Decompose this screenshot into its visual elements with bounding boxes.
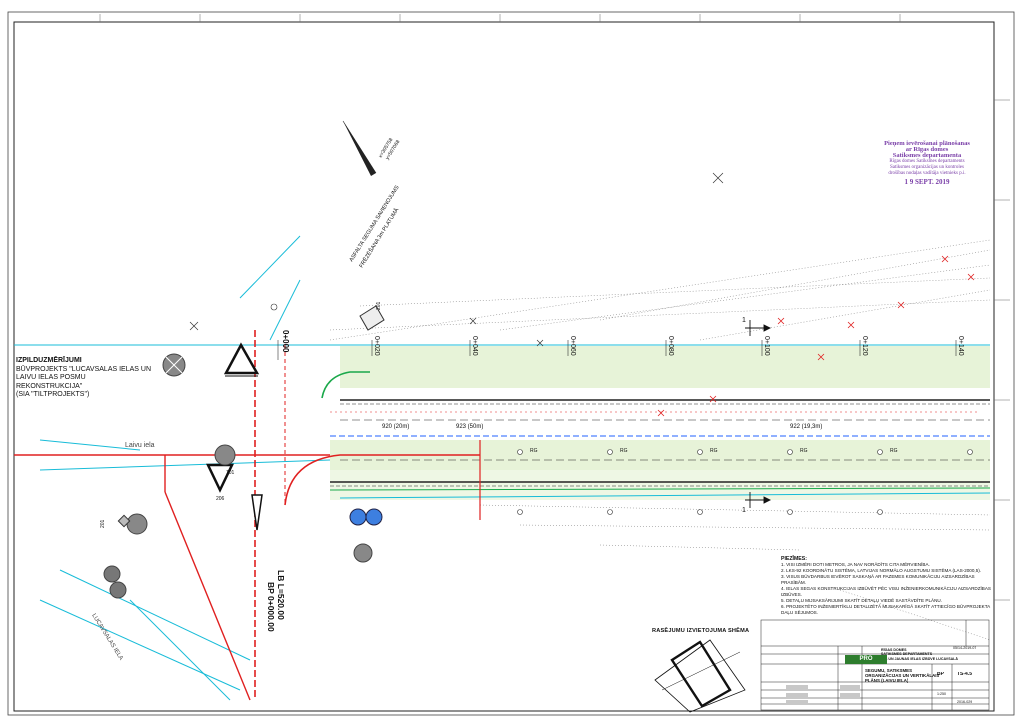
drawing-title-1: SEGUMU, SATIKSMES: [865, 668, 912, 673]
sign-distance-923: 923 (50m): [456, 424, 483, 430]
drawing-notes: PIEZĪMES: 1. VISI IZMĒRI DOTI METROS, JA…: [781, 556, 991, 616]
sign-no-entry-1-bar: [165, 356, 183, 374]
stamp-line-1: Pieņem ievērošanai plānošanas: [884, 140, 970, 147]
street-label-lucavsalas: LUCAVSALAS IELA: [90, 613, 123, 662]
company-logo: PRO: [845, 655, 887, 664]
chainage-0140: 0+140: [957, 336, 964, 356]
as-built-notes: IZPILDUZMĒRĪJUMI BŪVPROJEKTS "LUCAVSALAS…: [16, 357, 151, 400]
sign-distance-920: 920 (20m): [382, 424, 409, 430]
lane-rg-1: RG: [530, 448, 538, 454]
utility-lines: [14, 235, 991, 701]
frame-ticks: [99, 14, 1010, 601]
lane-rg-2: RG: [620, 448, 628, 454]
as-built-title: IZPILDUZMĒRĪJUMI: [16, 357, 82, 364]
section-marker-bottom-label: 1: [742, 507, 746, 514]
section-marker-bottom: [745, 492, 772, 508]
carriageway-edges: [330, 399, 990, 487]
sign-round-6: [353, 543, 373, 563]
sheet-frame-outer: [7, 11, 1015, 716]
chainage-0020: 0+020: [373, 336, 380, 356]
lb-length-label: LB L=520.00: [276, 570, 286, 620]
drawing-title-2: ORGANIZĀCIJAS UN VERTIKĀLAIS: [865, 673, 940, 678]
green-strip-edge: [330, 470, 990, 500]
stamp-date: 1 9 SEPT. 2019: [904, 178, 950, 186]
green-strip-upper: [340, 346, 990, 388]
stamp-line-6: drošības nodaļas vadītāja vietnieks p.i.: [888, 171, 966, 176]
title-block: RĪGAS DOMES SATIKSMES DEPARTAMENTS 05/14…: [761, 620, 989, 710]
section-marker-top: [745, 320, 772, 336]
sheet-frame-inner: [13, 21, 995, 712]
drawing-note-4: 4. IELAS SEGAS KONSTRUKCIJAS IZBŪVĒT PĒC…: [781, 586, 991, 597]
sign-warning-small: [251, 494, 263, 531]
client-name-2: SATIKSMES DEPARTAMENTS: [881, 652, 933, 656]
scale: 1:250: [937, 692, 946, 696]
approval-stamp: Pieņem ievērošanai plānošanas ar Rīgas d…: [872, 140, 982, 186]
stage-code: BP: [937, 672, 944, 677]
archive-number: 2016-029: [957, 700, 973, 704]
as-built-line-2: LAIVU IELAS POSMU REKONSTRUKCIJA": [16, 374, 86, 390]
sign-triangle-upper: [223, 342, 260, 377]
drawing-note-2: 2. LKS-92 KOORDINĀTU SISTĒMA, LATVIJAS N…: [781, 568, 982, 573]
chainage-0120: 0+120: [861, 336, 868, 356]
street-label-laivu: Laivu iela: [125, 442, 155, 449]
sign-distance-922: 922 (19,3m): [790, 424, 822, 430]
bp-start-label: BP 0+000.00: [266, 582, 276, 632]
sign-triangle-lower: [206, 463, 234, 493]
green-strip-lower: [330, 440, 990, 470]
sheet-layout-scheme: [654, 639, 746, 713]
stamp-line-5: Satiksmes organizācijas un kontroles: [890, 165, 964, 170]
stamp-line-2: ar Rīgas domes: [905, 146, 949, 153]
drawing-note-1: 1. VISI IZMĒRI DOTI METROS, JA NAV NORĀD…: [781, 562, 930, 567]
chainage-ticks: [277, 340, 957, 360]
layout-scheme-title: RASĒJUMU IZVIETOJUMA SHĒMA: [652, 628, 750, 634]
drawing-note-5: 5. DETAĻU MIJSAKSĀRIJUMI SKATĪT DETAĻU V…: [781, 598, 942, 603]
drawing-title-3: PLĀNS (LAIVU IELA): [865, 678, 909, 683]
stamp-line-3: Satiksmes departamenta: [892, 152, 962, 159]
section-marker-top-label: 1: [742, 317, 746, 324]
survey-lines: [329, 239, 991, 641]
sign-round-3: [126, 513, 148, 535]
sign-round-5: [109, 581, 127, 599]
drawing-note-6: 6. PROJEKTĒTO INŽENIERTĪKLU DETALIZĒTĀ M…: [781, 604, 990, 615]
stamp-line-4: Rīgas domes Satiksmes departaments: [889, 159, 965, 164]
fixture-label-201a: 201: [100, 519, 106, 528]
blurred-signatures: [786, 685, 860, 705]
survey-crosses: [189, 172, 724, 347]
chainage-0080: 0+080: [667, 336, 674, 356]
chainage-0060: 0+060: [569, 336, 576, 356]
drawing-notes-title: PIEZĪMES:: [781, 556, 807, 562]
as-built-line-1: BŪVPROJEKTS "LUCAVSALAS IELAS UN: [16, 365, 152, 373]
sign-square-1: [117, 514, 131, 528]
chainage-0040: 0+040: [471, 336, 478, 356]
lane-rg-3: RG: [710, 448, 718, 454]
sign-round-4: [103, 565, 121, 583]
lane-rg-5: RG: [890, 448, 898, 454]
chainage-0100: 0+100: [763, 336, 770, 356]
sign-blue-2: [365, 508, 383, 526]
sign-blue-1: [349, 508, 367, 526]
north-arrow: [342, 120, 377, 176]
as-built-line-3: (SIA "TILTPROJEKTS"): [16, 391, 90, 398]
fixture-label-206: 206: [216, 496, 225, 502]
sheet-number: TS-4.5: [957, 672, 973, 677]
client-name-1: RĪGAS DOMES: [881, 648, 907, 652]
project-name: LAIVU IELAS UN JAUNAS IELAS IZBŪVE LUCAV…: [865, 657, 958, 661]
chainage-0000: 0+000: [281, 330, 290, 353]
sign-round-2: [214, 444, 236, 466]
fixture-label-201b: 201: [376, 301, 382, 310]
fixture-label-101: 101: [226, 470, 235, 476]
project-date: 05/14-2019-07: [953, 646, 977, 650]
lane-rg-4: RG: [800, 448, 808, 454]
drawing-note-3: 3. VISUS BŪVDARBUS IEVĒROT SASKAŅĀ AR PA…: [781, 574, 975, 585]
removal-marks: [657, 255, 975, 417]
fixture-row: [270, 303, 973, 515]
kerb-line-green: [329, 487, 991, 491]
sign-diamond: [359, 305, 385, 331]
kerb-curve-green: [321, 371, 370, 399]
